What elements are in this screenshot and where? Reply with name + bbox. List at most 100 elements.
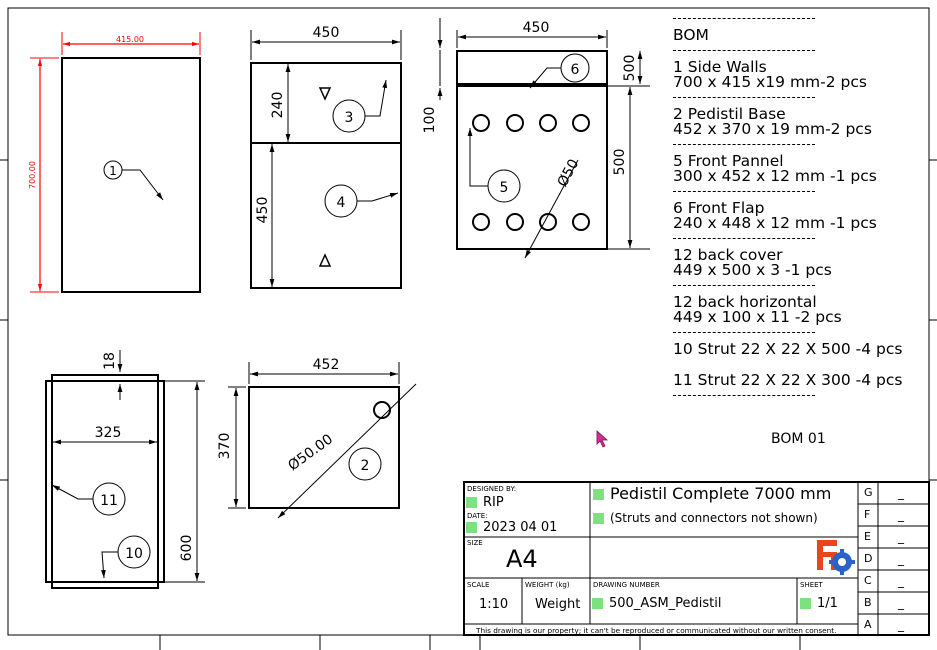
bom-label: BOM 01 [771, 431, 826, 447]
dim-panel-height: 500 [612, 149, 628, 176]
bom-divider [673, 96, 815, 108]
bom-item-detail: 300 x 452 x 12 mm -1 pcs [673, 167, 877, 185]
bom-divider [673, 331, 815, 343]
bom-list: BOM 1 Side Walls 700 x 415 x19 mm-2 pcs … [673, 12, 933, 406]
weight-label: WEIGHT (kg) [525, 581, 570, 589]
revision-letter: F [864, 508, 871, 521]
sheet-field[interactable]: 1/1 [800, 596, 838, 611]
freecad-logo-icon [817, 540, 855, 575]
scale-label: SCALE [467, 581, 490, 589]
revision-letter: D [864, 552, 873, 565]
balloon-5: 5 [500, 180, 509, 196]
editable-marker [593, 489, 604, 500]
dim-base-hole: Ø50.00 [285, 431, 336, 474]
balloon-1: 1 [109, 164, 117, 178]
size-value: A4 [506, 545, 538, 573]
bom-divider [673, 284, 815, 296]
bom-item-name: 6 Front Flap [673, 198, 765, 217]
drawing-number-field[interactable]: 500_ASM_Pedistil [592, 596, 722, 611]
bom-divider [673, 237, 815, 249]
title-field[interactable]: Pedistil Complete 7000 mm [593, 484, 831, 503]
revision-letter: A [864, 618, 872, 631]
drawing-number-value: 500_ASM_Pedistil [609, 596, 722, 611]
designed-by-label: DESIGNED BY: [467, 485, 517, 493]
dim-front-width: 450 [313, 25, 340, 41]
dim-top-thickness: 18 [102, 352, 118, 370]
bom-divider [673, 49, 815, 61]
revision-value[interactable]: _ [898, 552, 904, 566]
editable-marker [593, 513, 604, 524]
revision-value[interactable]: _ [898, 508, 904, 522]
bom-strut: 11 Strut 22 X 22 X 300 -4 pcs [673, 371, 903, 389]
dim-front-lower: 450 [255, 197, 271, 224]
dim-flap: 500 [622, 55, 638, 82]
title-block-frame [429, 481, 930, 650]
balloon-10: 10 [125, 546, 143, 562]
dim-panel-width: 450 [523, 20, 550, 36]
bom-divider [673, 18, 815, 29]
scale-value[interactable]: 1:10 [479, 597, 509, 612]
editable-marker [466, 522, 477, 533]
designed-by-field[interactable]: RIP [466, 495, 504, 510]
dim-base-height: 370 [217, 433, 233, 460]
revision-letter: B [864, 596, 872, 609]
balloon-11: 11 [100, 493, 118, 509]
bom-item: 12 back cover 449 x 500 x 3 -1 pcs [673, 245, 933, 279]
dim-depth: 100 [422, 107, 438, 134]
dim-back-width: 325 [95, 425, 122, 441]
bom-divider [673, 394, 815, 406]
bom-item-detail: 700 x 415 x19 mm-2 pcs [673, 73, 867, 91]
revision-value[interactable]: _ [898, 618, 904, 632]
dim-hole: Ø50 [555, 157, 583, 190]
balloon-6: 6 [571, 62, 580, 78]
date-label: DATE: [467, 512, 488, 520]
revision-value[interactable]: _ [898, 574, 904, 588]
drawing-number-label: DRAWING NUMBER [593, 581, 660, 589]
editable-marker [592, 598, 603, 609]
bom-item: 1 Side Walls 700 x 415 x19 mm-2 pcs [673, 57, 933, 91]
view-base: 452 370 Ø50.00 2 [217, 357, 417, 519]
dim-back-height: 600 [179, 535, 195, 562]
balloon-4: 4 [337, 195, 346, 211]
bom-item: 5 Front Pannel 300 x 452 x 12 mm -1 pcs [673, 151, 933, 185]
bom-item-detail: 449 x 500 x 3 -1 pcs [673, 261, 832, 279]
balloon-3: 3 [345, 110, 354, 126]
bom-item-detail: 240 x 448 x 12 mm -1 pcs [673, 214, 877, 232]
sheet-value: 1/1 [817, 596, 838, 611]
revision-value[interactable]: _ [898, 530, 904, 544]
bom-item: 2 Pedistil Base 452 x 370 x 19 mm-2 pcs [673, 106, 933, 138]
bom-item-name: 5 Front Pannel [673, 151, 784, 170]
dim-base-width: 452 [313, 357, 340, 373]
bom-item-name: 12 back cover [673, 245, 783, 264]
editable-marker [466, 497, 477, 508]
bom-divider [673, 143, 815, 155]
dim-side-wall-width: 415.00 [116, 35, 144, 44]
view-front-flap: 450 240 450 3 4 [250, 25, 402, 289]
subtitle-field[interactable]: (Struts and connectors not shown) [593, 511, 818, 525]
drawing-subtitle: (Struts and connectors not shown) [610, 511, 818, 525]
dim-side-wall-height: 700.00 [28, 161, 37, 189]
revision-letter: G [864, 486, 873, 499]
revision-value[interactable]: _ [898, 596, 904, 610]
bom-item: 12 back horizontal 449 x 100 x 11 -2 pcs [673, 292, 933, 326]
bom-item-name: 1 Side Walls [673, 57, 767, 76]
revision-value[interactable]: _ [898, 486, 904, 500]
view-front-panel: 450 500 500 100 Ø50 6 5 [422, 18, 650, 259]
dim-front-upper: 240 [270, 92, 286, 119]
revision-letter: C [864, 574, 872, 587]
editable-marker [800, 598, 811, 609]
size-label: SIZE [467, 539, 483, 547]
weight-value[interactable]: Weight [535, 597, 581, 612]
date-field[interactable]: 2023 04 01 [466, 520, 557, 535]
sheet-label: SHEET [800, 581, 823, 589]
drawing-title: Pedistil Complete 7000 mm [610, 484, 832, 503]
view-back-struts: 18 325 600 11 10 [45, 350, 205, 589]
ownership-notice: This drawing is our property; it can't b… [476, 626, 837, 635]
view-side-wall: 415.00 700.00 1 [28, 32, 201, 293]
bom-item-detail: 452 x 370 x 19 mm-2 pcs [673, 120, 872, 138]
bom-item: 6 Front Flap 240 x 448 x 12 mm -1 pcs [673, 198, 933, 232]
designed-by-value: RIP [483, 495, 504, 510]
bom-item-name: 12 back horizontal [673, 292, 817, 311]
bom-item-detail: 449 x 100 x 11 -2 pcs [673, 308, 842, 326]
